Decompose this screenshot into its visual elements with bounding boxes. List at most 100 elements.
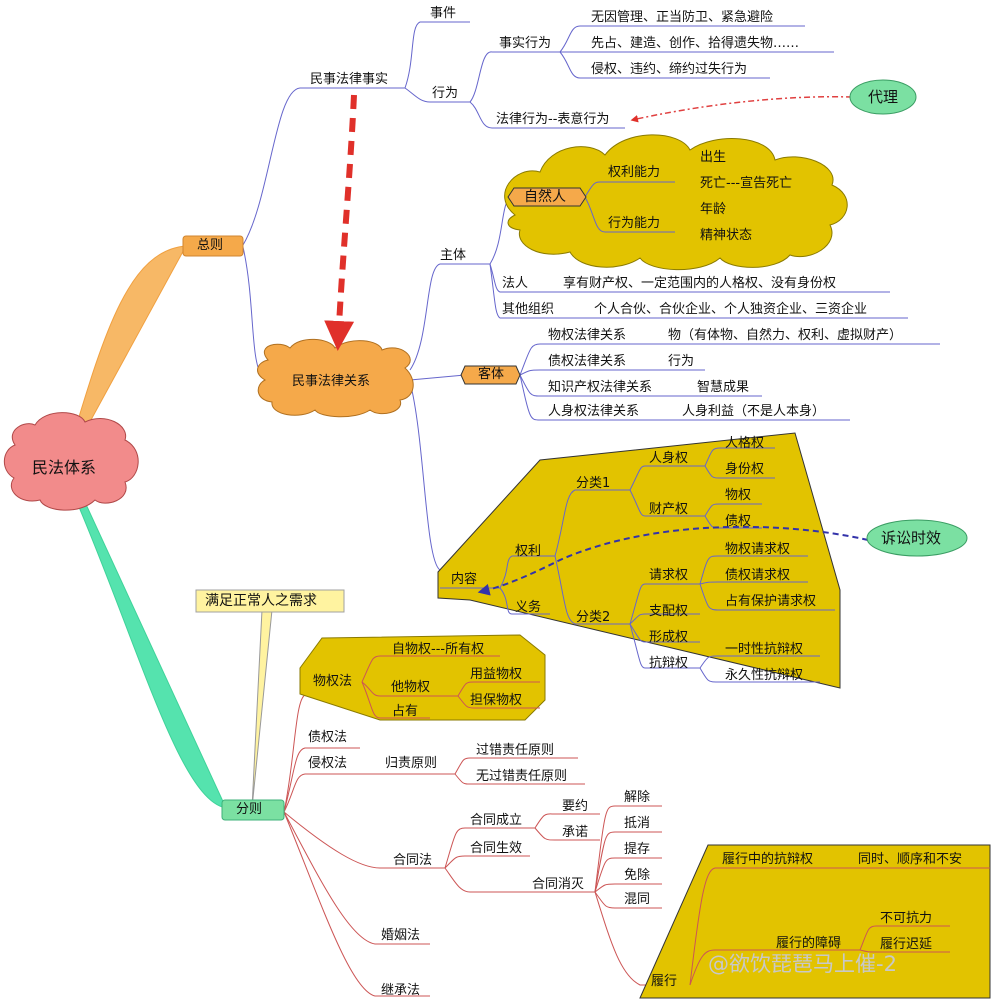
identity-right-label: 身份权 — [725, 462, 765, 477]
general-box — [182, 235, 244, 257]
other-real-rights-label: 他物权 — [391, 680, 431, 695]
branch-general — [71, 245, 187, 441]
property-right-label: 财产权 — [649, 502, 689, 517]
marriage-law-label: 婚姻法 — [381, 928, 421, 943]
security-right-label: 担保物权 — [470, 693, 523, 708]
fact-to-relation-arrow — [324, 94, 357, 351]
other-org-label: 其他组织 — [502, 302, 555, 317]
watermark: @欲饮琵琶马上催-2 — [708, 952, 897, 976]
fact-act-label: 事实行为 — [499, 36, 552, 51]
real-right-label: 物权 — [725, 488, 752, 503]
acceptance-label: 承诺 — [562, 825, 589, 840]
object-row-3-detail: 智慧成果 — [697, 380, 750, 395]
termination-item-4: 免除 — [624, 868, 651, 883]
root-label: 民法体系 — [32, 458, 97, 477]
possession-label: 占有 — [392, 704, 419, 719]
performance-defense-detail: 同时、顺序和不安 — [858, 852, 963, 867]
legal-person-label: 法人 — [502, 276, 529, 291]
conduct-capacity-label: 行为能力 — [608, 216, 661, 231]
subject-label: 主体 — [440, 248, 467, 263]
behavior-label: 行为 — [432, 86, 459, 101]
object-row-4-detail: 人身利益（不是人本身） — [682, 404, 826, 419]
class2-label: 分类2 — [576, 610, 611, 625]
performance-defense-label: 履行中的抗辩权 — [722, 852, 814, 867]
claim-label: 请求权 — [649, 568, 689, 583]
fact-act-item-1: 无因管理、正当防卫、紧急避险 — [591, 10, 774, 25]
property-law-links — [361, 655, 540, 719]
performance-polygon — [639, 844, 991, 999]
usufruct-label: 用益物权 — [470, 667, 523, 682]
fault-liability-label: 过错责任原则 — [476, 743, 555, 758]
agency-arrow — [630, 96, 853, 123]
fact-act-item-3: 侵权、违约、缔约过失行为 — [591, 62, 748, 77]
legal-person-detail: 享有财产权、一定范围内的人格权、没有身份权 — [563, 276, 837, 291]
branch-specific — [75, 499, 227, 809]
claim-item-2: 债权请求权 — [725, 568, 791, 583]
object-row-2-detail: 行为 — [668, 354, 695, 369]
natural-person-label: 自然人 — [524, 189, 566, 205]
agency-label: 代理 — [868, 88, 899, 106]
class1-label: 分类1 — [576, 476, 611, 491]
object-row-3-label: 知识产权法律关系 — [548, 380, 653, 395]
tort-law-label: 侵权法 — [308, 756, 348, 771]
object-row-4-label: 人身权法律关系 — [548, 404, 640, 419]
limitation-label: 诉讼时效 — [881, 529, 942, 547]
rights-capacity-item-2: 死亡---宣告死亡 — [700, 176, 793, 191]
general-label: 总则 — [197, 238, 224, 253]
attribution-label: 归责原则 — [385, 756, 438, 771]
defense-item-1: 一时性抗辩权 — [725, 642, 804, 657]
object-row-1-detail: 物（有体物、自然力、权利、虚拟财产） — [668, 328, 903, 343]
termination-item-2: 抵消 — [624, 816, 651, 831]
conduct-capacity-item-2: 精神状态 — [700, 228, 753, 243]
contract-formation-label: 合同成立 — [470, 813, 523, 828]
natural-person-tag — [507, 187, 587, 207]
contract-effect-label: 合同生效 — [470, 841, 523, 856]
performance-obstacle-label: 履行的障碍 — [776, 936, 842, 951]
other-org-detail: 个人合伙、合伙企业、个人独资企业、三资企业 — [594, 302, 868, 317]
contract-law-label: 合同法 — [393, 853, 433, 868]
ownership-label: 自物权---所有权 — [392, 642, 485, 657]
object-row-2-label: 债权法律关系 — [548, 354, 627, 369]
note-callout — [251, 609, 273, 809]
content-polygon — [437, 432, 841, 689]
content-label: 内容 — [451, 572, 478, 587]
dominion-label: 支配权 — [649, 604, 689, 619]
specific-box — [221, 799, 285, 821]
event-label: 事件 — [430, 6, 457, 21]
rights-capacity-item-1: 出生 — [700, 150, 727, 165]
formation-label: 形成权 — [649, 630, 689, 645]
obligation-law-label: 债权法 — [308, 730, 348, 745]
limitation-arrow — [477, 525, 869, 596]
specific-label: 分则 — [236, 802, 263, 817]
termination-item-5: 混同 — [624, 892, 651, 907]
rights-capacity-label: 权利能力 — [608, 165, 661, 180]
defense-label: 抗辩权 — [649, 656, 689, 671]
personal-right-label: 人身权 — [649, 451, 689, 466]
termination-item-1: 解除 — [624, 790, 651, 805]
fact-act-item-2: 先占、建造、创作、拾得遗失物…… — [591, 36, 800, 51]
personality-right-label: 人格权 — [725, 436, 765, 451]
civil-fact-label: 民事法律事实 — [310, 72, 389, 87]
force-majeure-label: 不可抗力 — [880, 911, 933, 926]
legal-act-label: 法律行为--表意行为 — [496, 112, 610, 127]
termination-item-3: 提存 — [624, 842, 651, 857]
object-tag — [460, 365, 521, 385]
no-fault-liability-label: 无过错责任原则 — [476, 769, 568, 784]
limitation-oval — [866, 519, 968, 557]
claim-item-3: 占有保护请求权 — [725, 594, 817, 609]
inheritance-law-label: 继承法 — [381, 983, 421, 998]
right-label: 权利 — [515, 544, 542, 559]
claim-right-label-1: 债权 — [725, 514, 752, 529]
agency-oval — [849, 79, 917, 115]
object-row-1-label: 物权法律关系 — [548, 328, 627, 343]
root-cloud — [3, 412, 139, 511]
claim-item-1: 物权请求权 — [725, 542, 791, 557]
offer-label: 要约 — [562, 799, 589, 814]
object-label: 客体 — [478, 367, 505, 382]
civil-relation-label: 民事法律关系 — [292, 374, 371, 389]
note-box — [195, 589, 345, 613]
natural-person-links — [584, 181, 675, 233]
specific-links — [283, 694, 690, 997]
note-label: 满足正常人之需求 — [205, 593, 317, 609]
